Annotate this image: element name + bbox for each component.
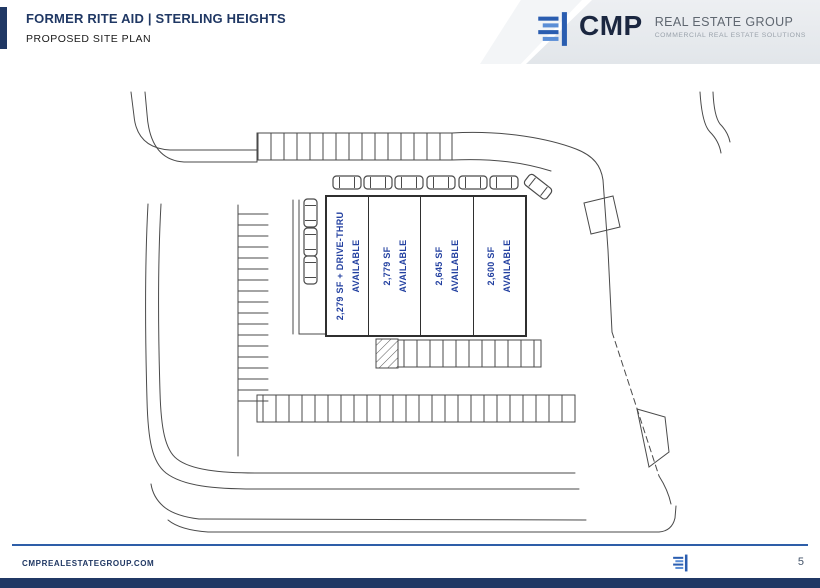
unit-1: 2,279 SF + DRIVE-THRU AVAILABLE (327, 197, 369, 335)
footer-logo-icon (673, 554, 688, 572)
hatched-crosswalk (375, 338, 399, 369)
parking-row-top (256, 132, 453, 163)
building: 2,279 SF + DRIVE-THRU AVAILABLE 2,779 SF… (325, 195, 527, 337)
unit-3: 2,645 SF AVAILABLE (421, 197, 474, 335)
page-title: FORMER RITE AID | STERLING HEIGHTS (26, 11, 286, 26)
curb-left-road (145, 203, 580, 490)
parking-ticks-mid (403, 339, 535, 368)
curb-south-road (150, 483, 677, 533)
unit-4: 2,600 SF AVAILABLE (474, 197, 525, 335)
parking-row-lower (256, 394, 576, 423)
curb-north-entrance (699, 91, 731, 154)
car-icon (458, 175, 488, 190)
logo-name: REAL ESTATE GROUP (654, 15, 794, 29)
cmp-logo-icon (538, 12, 567, 46)
logo-abbr: CMP (578, 10, 643, 41)
parking-ticks-lower (262, 394, 563, 423)
boundary-right (602, 179, 672, 505)
property-line-dashed (611, 331, 660, 477)
logo-tagline: COMMERCIAL REAL ESTATE SOLUTIONS (654, 32, 806, 39)
car-icon (303, 198, 318, 228)
footer-divider (12, 544, 808, 546)
plan-linework (130, 91, 731, 533)
footer-bar (0, 578, 820, 588)
car-icon (332, 175, 362, 190)
parking-field-left (237, 204, 269, 457)
car-icon (363, 175, 393, 190)
curb-top-left (130, 91, 258, 163)
monument-sign (583, 195, 621, 235)
unit-1-label: 2,279 SF + DRIVE-THRU AVAILABLE (334, 211, 361, 321)
car-icon (426, 175, 456, 190)
car-icon (394, 175, 424, 190)
car-icon (489, 175, 519, 190)
logo-text-block: REAL ESTATE GROUP COMMERCIAL REAL ESTATE… (655, 11, 806, 39)
header-accent-bar (0, 7, 7, 49)
car-icon (303, 227, 318, 257)
unit-2-label: 2,779 SF AVAILABLE (381, 239, 408, 293)
curb-top-right (451, 131, 604, 181)
drive-thru-lane (292, 199, 326, 335)
parking-ticks-top (257, 132, 441, 161)
unit-2: 2,779 SF AVAILABLE (369, 197, 422, 335)
unit-3-label: 2,645 SF AVAILABLE (433, 239, 460, 293)
cars-drive-thru-queue (303, 198, 318, 285)
footer-website: CMPREALESTATEGROUP.COM (22, 559, 155, 568)
outparcel-shape (636, 408, 670, 468)
page-number: 5 (797, 556, 804, 568)
page-subtitle: PROPOSED SITE PLAN (26, 33, 152, 45)
cmp-logo: CMP REAL ESTATE GROUP COMMERCIAL REAL ES… (536, 10, 806, 47)
car-icon (303, 255, 318, 285)
car-icon-angled (522, 172, 554, 202)
unit-4-label: 2,600 SF AVAILABLE (486, 239, 513, 293)
parking-row-mid (397, 339, 542, 368)
parking-ticks-left (237, 213, 269, 402)
